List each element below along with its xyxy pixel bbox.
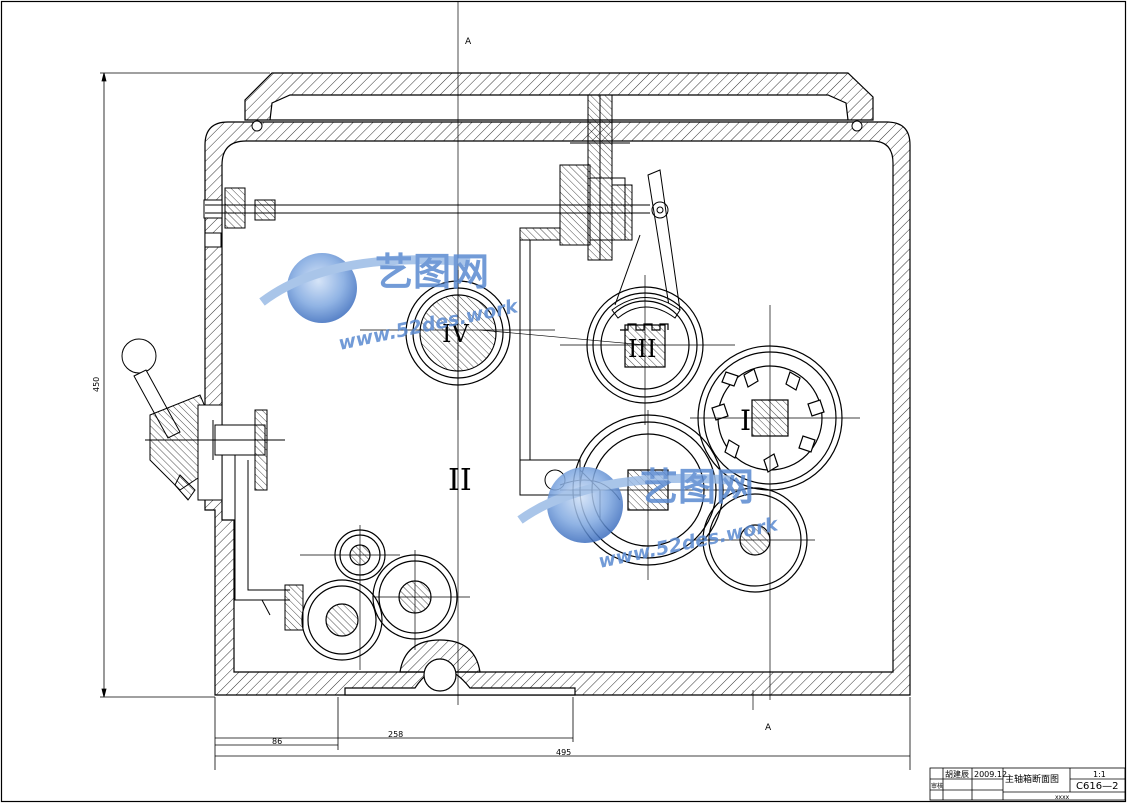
title-block-title: 主轴箱断面图 xyxy=(1005,773,1059,785)
title-block xyxy=(929,767,1126,801)
title-block-drawing-no: C616—2 xyxy=(1076,781,1118,792)
gear-lower-right xyxy=(690,487,815,593)
dimension-86: 86 xyxy=(272,737,282,746)
title-block-checker: 审核 xyxy=(931,782,943,790)
shift-fork-iii xyxy=(611,169,681,319)
housing-wall xyxy=(204,121,911,696)
watermark-brand-lower: 艺图网 xyxy=(640,465,754,509)
dimension-258: 258 xyxy=(388,730,403,739)
shaft-label-i: I xyxy=(740,404,751,437)
gear-cluster-lower-left xyxy=(300,525,470,670)
title-block-scale: 1:1 xyxy=(1093,770,1106,779)
watermark-lower: 艺图网 www.52des.work xyxy=(517,465,781,573)
dimension-height-value: 450 xyxy=(92,377,101,392)
shaft-label-iv: IV xyxy=(442,320,469,348)
title-block-note: xxxx xyxy=(1055,794,1070,801)
watermark-brand-upper: 艺图网 xyxy=(375,250,489,294)
top-cover xyxy=(244,72,874,121)
lever-knob[interactable] xyxy=(121,338,157,374)
title-block-designer: 胡建辰 xyxy=(945,769,969,779)
shift-rod-top xyxy=(205,94,669,261)
lever-handle[interactable] xyxy=(121,338,304,631)
shaft-label-ii: II xyxy=(448,463,472,498)
dimension-horizontal xyxy=(214,697,911,770)
housing xyxy=(203,72,911,696)
dimension-495: 495 xyxy=(556,748,571,757)
shaft-label-iii: III xyxy=(628,335,656,363)
section-mark-bottom: A xyxy=(765,723,772,733)
dimension-height xyxy=(100,72,270,698)
gear-shaft-iii xyxy=(479,275,735,425)
title-block-date: 2009.12 xyxy=(974,770,1007,779)
section-mark-top: A xyxy=(465,37,472,47)
